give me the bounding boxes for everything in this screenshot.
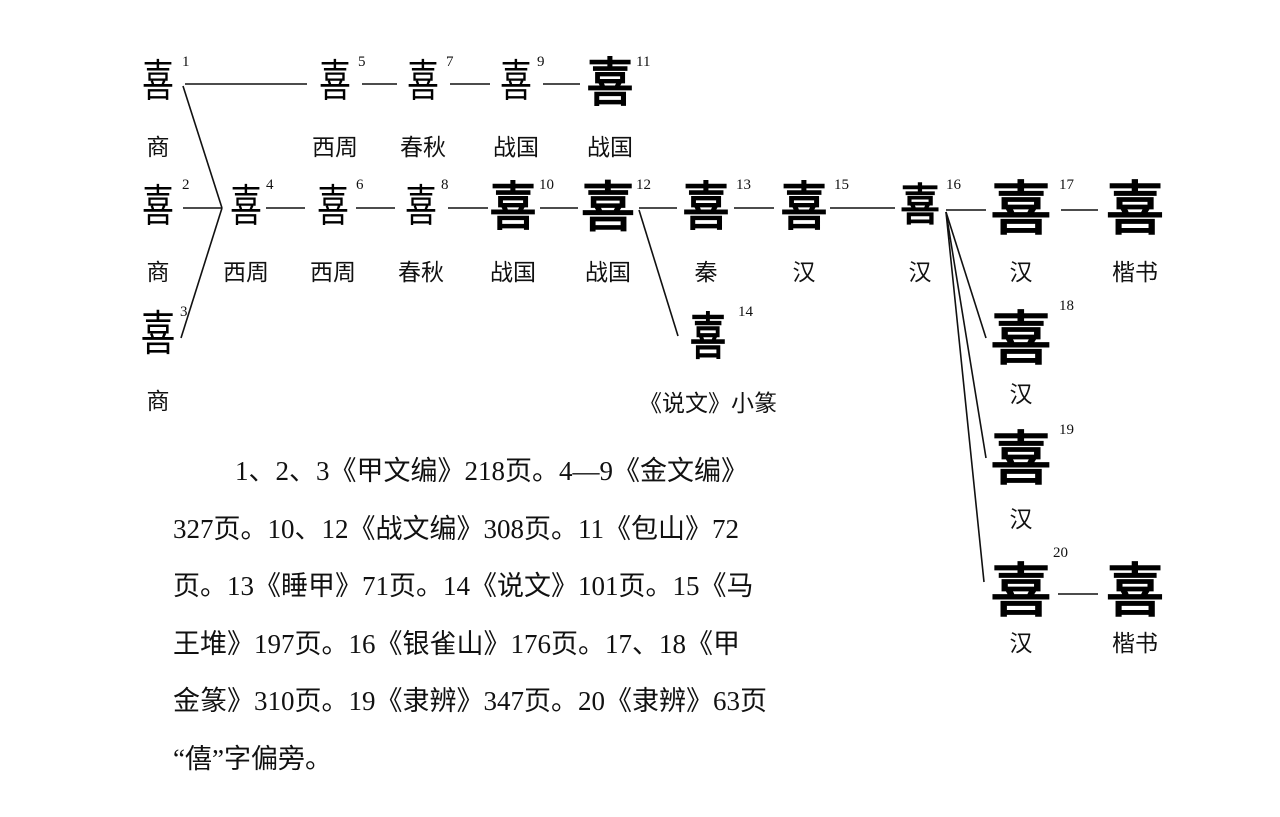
edge-16-18 (945, 211, 987, 339)
period-label-15: 汉 (792, 260, 816, 286)
edge-16-19 (945, 211, 987, 459)
node-number-5: 5 (358, 54, 366, 70)
glyph-13: 喜 (682, 177, 730, 238)
glyph-14: 喜 (690, 307, 726, 366)
node-number-2: 2 (182, 177, 190, 193)
caption-line-6: “僖”字偏旁。 (173, 743, 332, 774)
glyph-kaishu-1: 喜 (1105, 175, 1164, 243)
period-label-18: 汉 (1009, 382, 1033, 408)
period-label-5: 西周 (312, 135, 358, 161)
glyph-8: 喜 (405, 181, 437, 232)
edge-3-4 (180, 207, 223, 339)
node-number-20: 20 (1053, 545, 1068, 561)
node-number-19: 19 (1059, 422, 1074, 438)
glyph-6: 喜 (317, 181, 349, 232)
node-number-14: 14 (738, 304, 753, 320)
glyph-2: 喜 (142, 181, 174, 232)
node-number-9: 9 (537, 54, 545, 70)
node-number-1: 1 (182, 54, 190, 70)
period-label-2: 商 (146, 260, 170, 286)
period-label-12: 战国 (585, 260, 631, 286)
node-number-11: 11 (636, 54, 651, 70)
period-label-19: 汉 (1009, 507, 1033, 533)
period-label-16: 汉 (908, 260, 932, 286)
node-number-17: 17 (1059, 177, 1074, 193)
glyph-16: 喜 (900, 180, 940, 231)
period-label-4: 西周 (223, 260, 269, 286)
glyph-3: 喜 (140, 306, 176, 362)
figure-caption: 1、2、3《甲文编》218页。4—9《金文编》 327页。10、12《战文编》3… (173, 443, 893, 788)
edge-12-14 (638, 209, 679, 337)
period-label-6: 西周 (310, 260, 356, 286)
glyph-7: 喜 (407, 56, 439, 107)
glyph-9: 喜 (500, 56, 532, 107)
glyph-19: 喜 (990, 425, 1052, 493)
period-label-1: 商 (146, 135, 170, 161)
period-label-17: 汉 (1009, 260, 1033, 286)
node-number-3: 3 (180, 304, 188, 320)
glyph-kaishu-2: 喜 (1105, 557, 1164, 625)
glyph-4: 喜 (230, 181, 262, 232)
caption-line-4: 王堆》197页。16《银雀山》176页。17、18《甲 (173, 628, 740, 659)
node-number-16: 16 (946, 177, 961, 193)
node-number-15: 15 (834, 177, 849, 193)
node-number-7: 7 (446, 54, 454, 70)
node-number-6: 6 (356, 177, 364, 193)
period-label-9: 战国 (493, 135, 539, 161)
node-number-12: 12 (636, 177, 651, 193)
period-label-11: 战国 (587, 135, 633, 161)
caption-line-5: 金篆》310页。19《隶辨》347页。20《隶辨》63页 (173, 686, 767, 716)
period-label-kaishu-1: 楷书 (1112, 260, 1158, 286)
caption-line-2: 327页。10、12《战文编》308页。11《包山》72 (173, 513, 739, 544)
period-label-3: 商 (146, 389, 170, 415)
glyph-11: 喜 (586, 53, 634, 114)
node-number-10: 10 (539, 177, 554, 193)
glyph-17: 喜 (990, 175, 1052, 243)
period-label-20: 汉 (1009, 631, 1033, 657)
caption-line-3: 页。13《睡甲》71页。14《说文》101页。15《马 (173, 571, 754, 601)
glyph-1: 喜 (142, 56, 174, 107)
glyph-18: 喜 (990, 305, 1052, 373)
edge-1-4 (182, 85, 223, 209)
period-label-13: 秦 (694, 260, 718, 286)
node-number-8: 8 (441, 177, 449, 193)
period-label-kaishu-2: 楷书 (1112, 631, 1158, 657)
period-label-10: 战国 (490, 260, 536, 286)
node-number-4: 4 (266, 177, 274, 193)
edge-16-20 (945, 211, 985, 583)
period-label-14: 《说文》小篆 (639, 391, 777, 417)
node-number-18: 18 (1059, 298, 1074, 314)
caption-line-1: 1、2、3《甲文编》218页。4—9《金文编》 (235, 456, 748, 486)
glyph-12: 喜 (581, 175, 635, 239)
node-number-13: 13 (736, 177, 751, 193)
glyph-10: 喜 (489, 177, 537, 238)
glyph-20: 喜 (990, 557, 1052, 625)
period-label-8: 春秋 (398, 260, 444, 286)
glyph-15: 喜 (780, 177, 828, 238)
period-label-7: 春秋 (400, 135, 446, 161)
glyph-5: 喜 (319, 56, 351, 107)
